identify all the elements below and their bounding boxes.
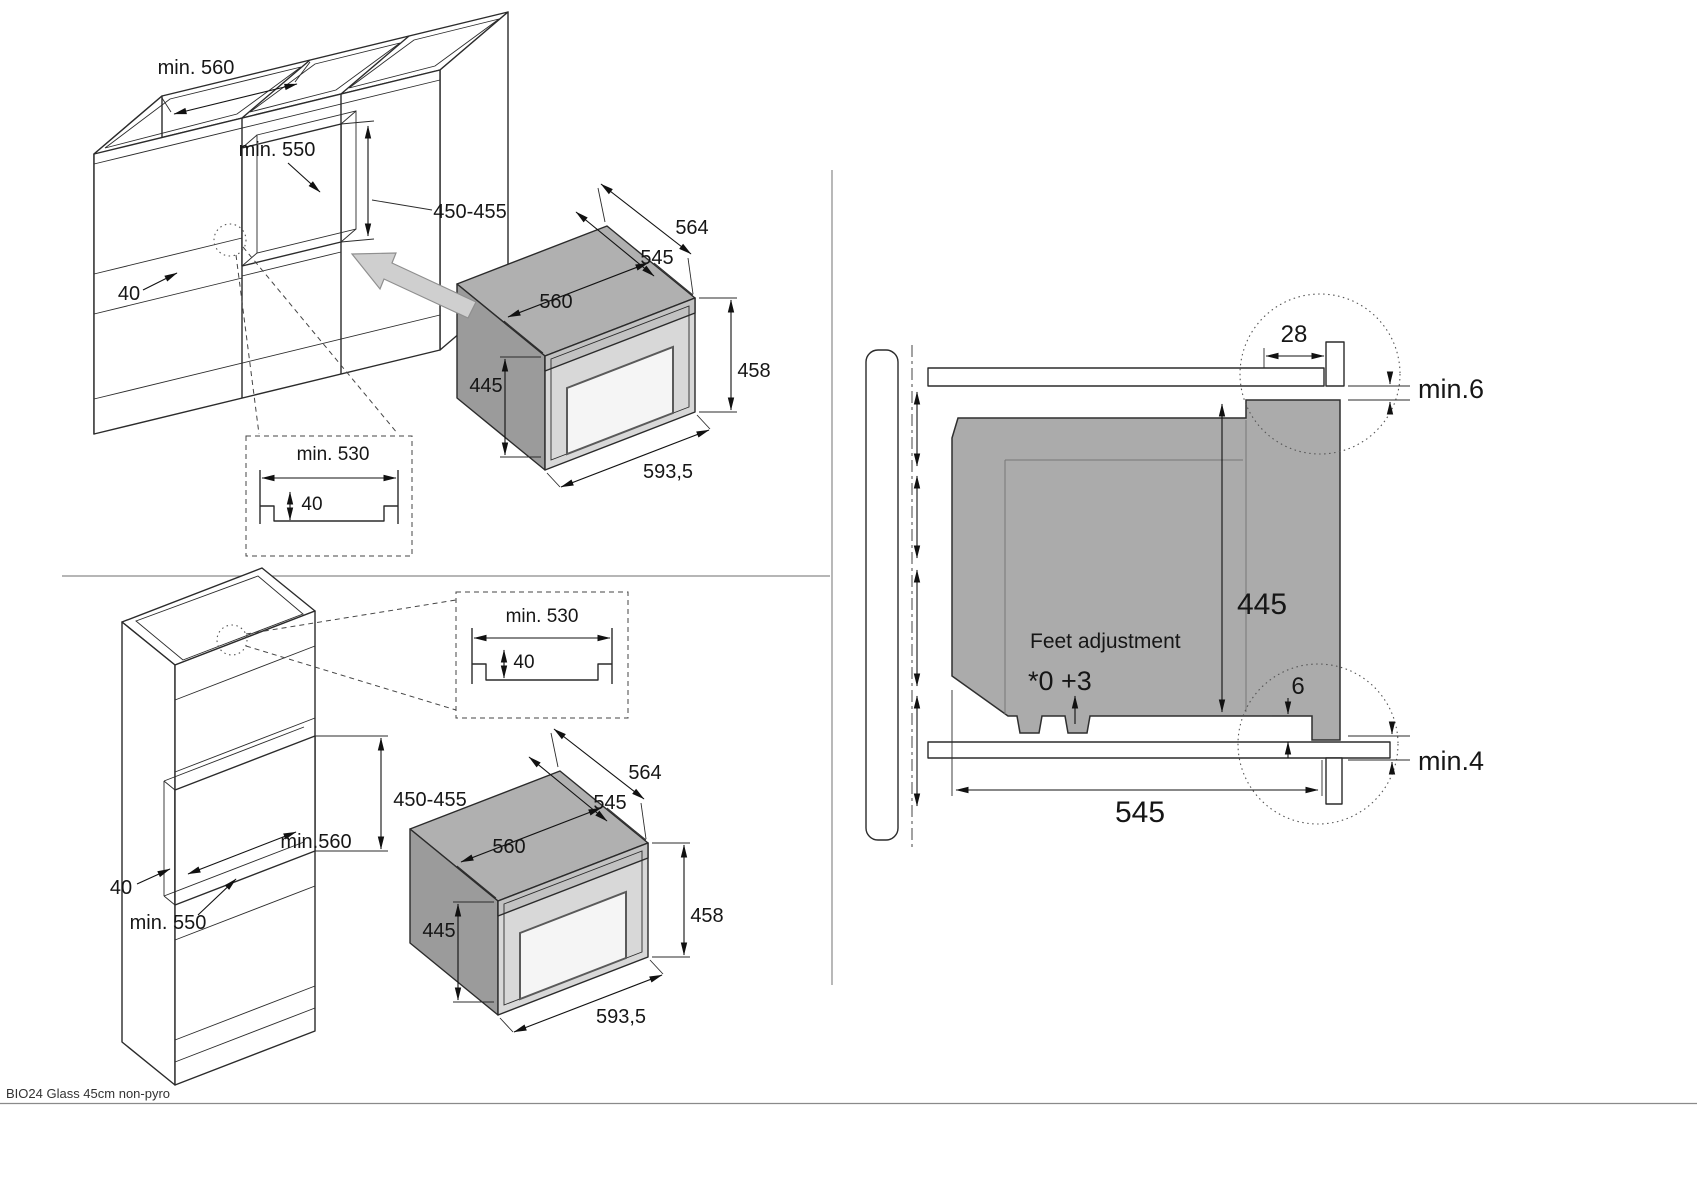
dim-top-clearance-label: min.6 (1418, 374, 1484, 404)
oven-total-height-label: 458 (690, 905, 723, 927)
oven-total-height-label: 458 (737, 360, 770, 382)
inset-width-label: min. 530 (506, 606, 579, 627)
feet-adjustment-label: Feet adjustment (1030, 630, 1181, 653)
dim-oven-depth-label: 545 (1115, 796, 1165, 829)
inset-depth-label: 40 (301, 494, 322, 515)
oven-total-depth-label: 564 (675, 217, 708, 239)
oven-total-depth-label: 564 (628, 762, 661, 784)
bottom-shelf-panel (927, 741, 1391, 759)
tall-cabinet-diagram: min. 530 40 450-455 min.560 40 min. 550 (110, 567, 629, 1086)
dim-cabinet-width-label: min. 560 (158, 57, 235, 79)
oven-bottom-labels: 564 545 560 445 458 593,5 (422, 762, 723, 1028)
oven-body-height-label: 445 (469, 375, 502, 397)
oven-front-width-label: 593,5 (596, 1006, 646, 1028)
cabinet-dimensions (142, 61, 433, 291)
tall-cabinet-side (121, 621, 176, 1086)
oven-section-inner-lines (1004, 420, 1247, 714)
oven-body-width-label: 560 (539, 291, 572, 313)
section-dividers (0, 170, 1697, 1105)
oven-body-width-label: 560 (492, 836, 525, 858)
oven-top-labels: 564 545 560 445 458 593,5 (469, 217, 770, 483)
oven-body-depth-label: 545 (593, 792, 626, 814)
base-cabinet-diagram: min. 560 min. 550 450-455 40 min. 530 40 (93, 11, 509, 557)
dim-foot-height-label: 6 (1291, 673, 1304, 700)
niche-rail-inset (245, 435, 413, 557)
detail-callout-circle (216, 624, 248, 656)
oven-section-body (951, 399, 1341, 741)
callout-leader (245, 645, 457, 711)
top-detail-circle (1239, 293, 1401, 455)
dim-top-recess-label: 28 (1281, 321, 1308, 348)
dim-niche-width-label: min.560 (280, 831, 351, 853)
dim-niche-height-label: 450-455 (393, 789, 466, 811)
detail-callout-circle (213, 223, 247, 257)
side-section-diagram: 28 min.6 445 Feet adjustment *0 +3 6 min… (865, 293, 1484, 848)
tall-cabinet-dimensions (136, 735, 388, 916)
bottom-trim-strip (1325, 757, 1343, 805)
section-dimensions (951, 348, 1410, 796)
insertion-arrow (350, 252, 477, 319)
dim-niche-depth-label: min. 550 (239, 139, 316, 161)
model-footnote: BIO24 Glass 45cm non-pyro (6, 1086, 170, 1101)
dim-niche-height-label: 450-455 (433, 201, 506, 223)
dim-rail-width-label: 40 (110, 877, 132, 899)
dim-oven-height-label: 445 (1237, 588, 1287, 621)
niche-rail-inset (455, 591, 629, 719)
callout-leader (235, 254, 260, 435)
oven-body-depth-label: 545 (640, 247, 673, 269)
feet-adjustment-value: *0 +3 (1028, 666, 1092, 696)
wall-panel (865, 349, 899, 841)
tall-cabinet-detail-lines (174, 645, 316, 1063)
oven-front-width-label: 593,5 (643, 461, 693, 483)
dim-niche-depth-label: min. 550 (130, 912, 207, 934)
dim-rail-width-label: 40 (118, 283, 140, 305)
inset-depth-label: 40 (513, 652, 534, 673)
inset-width-label: min. 530 (297, 444, 370, 465)
callout-leader (242, 246, 399, 435)
oven-body-height-label: 445 (422, 920, 455, 942)
top-trim-strip (1325, 341, 1345, 387)
top-shelf-panel (927, 367, 1325, 387)
bottom-detail-circle (1237, 663, 1399, 825)
dim-bottom-clearance-label: min.4 (1418, 746, 1484, 776)
